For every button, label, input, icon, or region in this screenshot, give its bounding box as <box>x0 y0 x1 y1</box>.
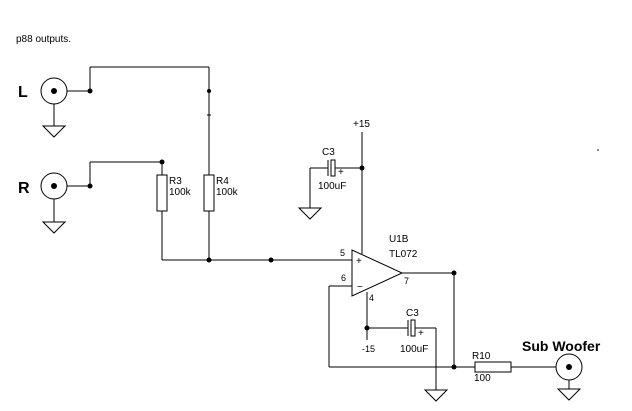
c3-top-polarity: + <box>338 167 344 178</box>
c3-top-value: 100uF <box>318 181 346 192</box>
r3-ref: R3 <box>169 176 182 187</box>
title-text: p88 outputs. <box>16 34 71 45</box>
c3-top-ref: C3 <box>322 147 335 158</box>
right-jack-ground-icon <box>41 221 67 234</box>
wire-left-path <box>87 66 211 175</box>
resistor-r4-icon <box>203 174 215 260</box>
right-input-jack-icon <box>40 172 90 222</box>
c3-bottom-ref: C3 <box>406 308 419 319</box>
opamp-pin-7: 7 <box>404 276 409 286</box>
input-label-right: R <box>18 180 30 197</box>
output-label: Sub Woofer <box>522 338 601 354</box>
r10-value: 100 <box>474 373 491 384</box>
opamp-minus-sign: − <box>357 282 363 293</box>
c3-top-ground-icon <box>297 207 323 220</box>
stray-dot <box>597 149 599 151</box>
wire-summing-node <box>162 257 352 263</box>
c3-bottom-value: 100uF <box>400 344 428 355</box>
sub-woofer-jack-icon <box>555 353 583 389</box>
wire-output-feedback <box>328 270 475 370</box>
wire-right-path <box>87 159 165 189</box>
opamp-ref: U1B <box>389 234 409 245</box>
opamp-pin-5: 5 <box>340 248 345 258</box>
wire-negative-rail <box>364 292 408 340</box>
opamp-part: TL072 <box>389 249 418 260</box>
opamp-plus-sign: + <box>356 256 362 267</box>
r3-value: 100k <box>169 187 192 198</box>
r10-ref: R10 <box>472 351 491 362</box>
opamp-pin-6: 6 <box>341 273 346 283</box>
opamp-icon <box>351 249 404 297</box>
rail-positive-label: +15 <box>353 119 370 130</box>
resistor-r3-icon <box>156 174 168 260</box>
left-input-jack-icon <box>40 77 90 126</box>
resistor-r10-icon <box>474 361 556 373</box>
capacitor-c3-bottom-icon <box>407 319 437 390</box>
c3-bottom-polarity: + <box>418 328 424 339</box>
input-label-left: L <box>18 84 28 101</box>
wire-positive-rail <box>359 132 365 254</box>
c3-bottom-ground-icon <box>423 389 449 402</box>
capacitor-c3-top-icon <box>309 159 362 208</box>
rail-negative-label: -15 <box>362 344 375 354</box>
left-jack-ground-icon <box>41 125 67 138</box>
opamp-pin-4: 4 <box>369 293 374 303</box>
r4-ref: R4 <box>216 176 229 187</box>
r4-value: 100k <box>216 187 239 198</box>
sub-woofer-ground-icon <box>556 388 582 401</box>
